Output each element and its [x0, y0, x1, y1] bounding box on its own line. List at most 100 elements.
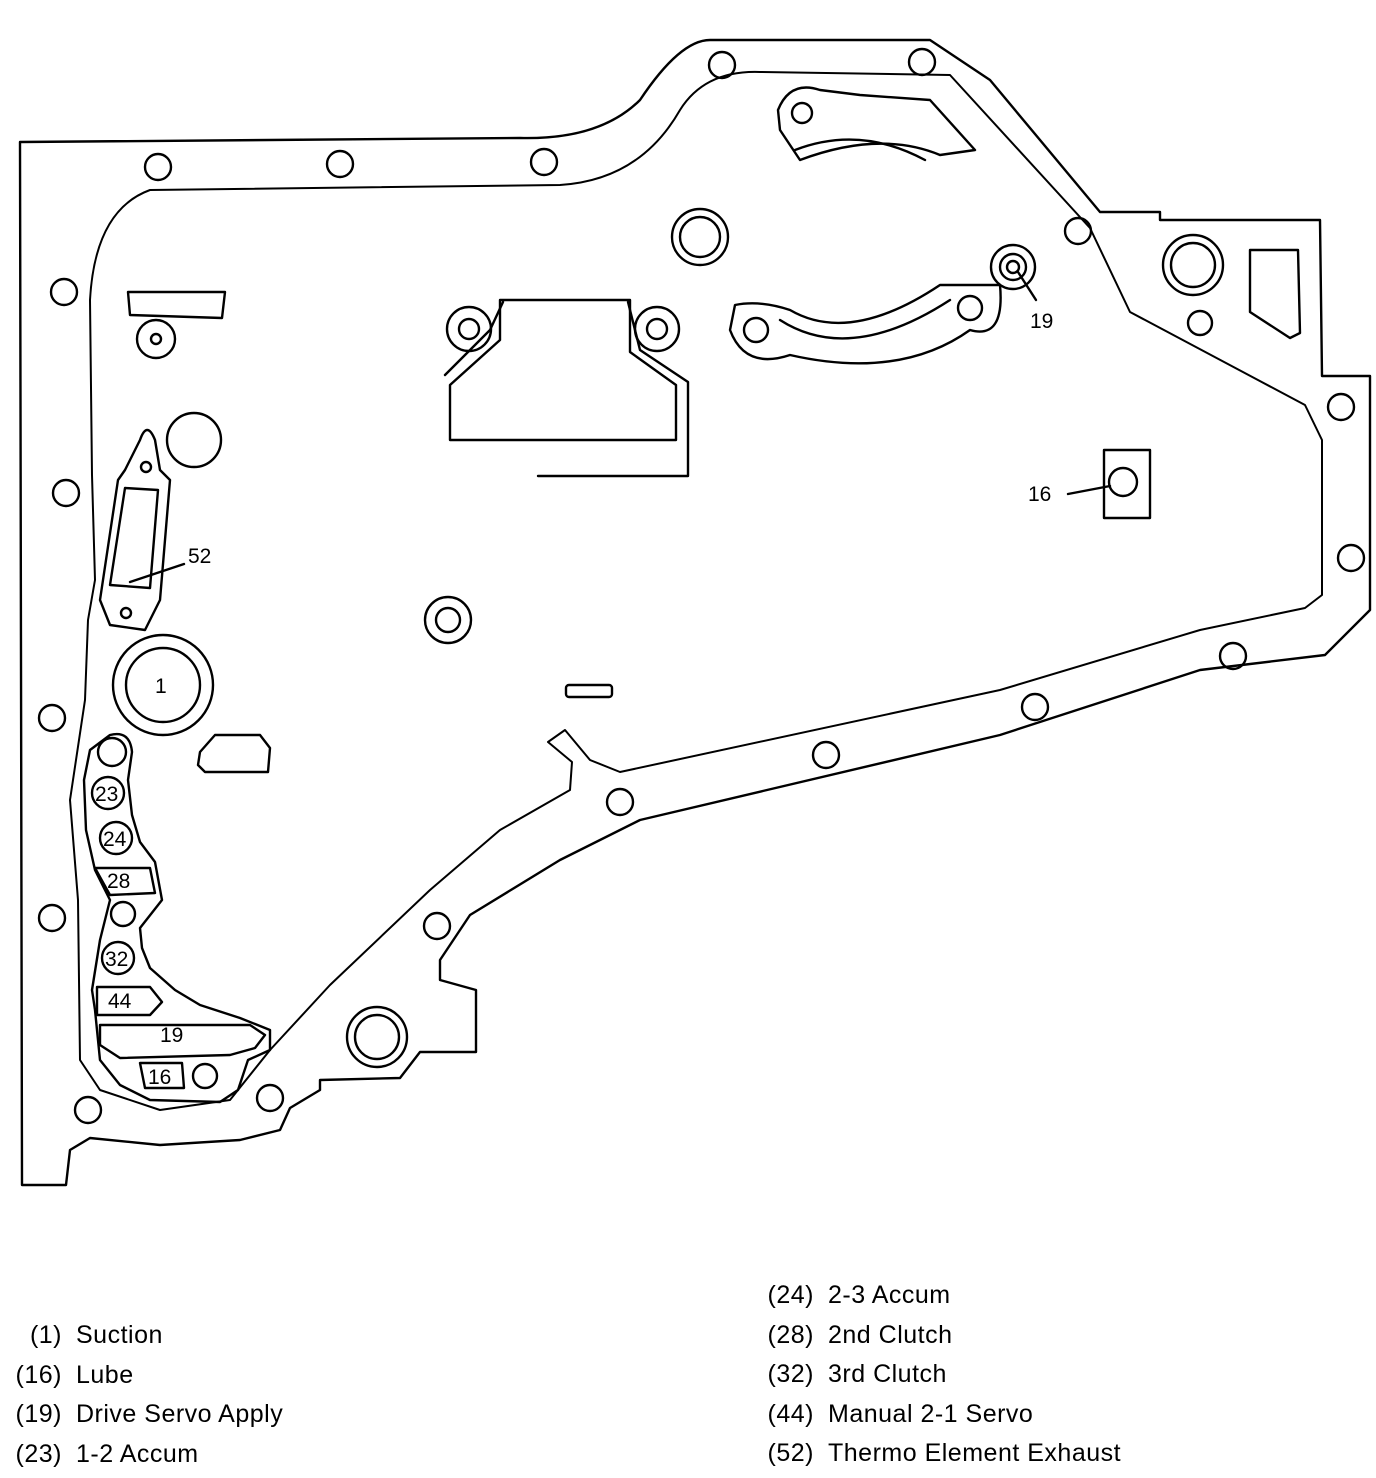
legend-code: (44) [767, 1399, 814, 1428]
pocket-hole [96, 736, 128, 768]
bolt-hole [255, 1083, 285, 1113]
port-19-pocket [98, 1023, 267, 1060]
legend-item: (52)Thermo Element Exhaust [762, 1434, 1121, 1474]
bolt-hole [1326, 392, 1356, 422]
legend-item: (44) Manual 2-1 Servo [762, 1395, 1121, 1435]
right-slot [1248, 248, 1302, 340]
legend-item: (19) Drive Servo Apply [6, 1395, 283, 1435]
bolt-hole [1186, 309, 1214, 337]
callout-1: 1 [155, 675, 167, 698]
legend-label: 1-2 Accum [76, 1439, 199, 1468]
legend-right: (24)2-3 Accum (28) 2nd Clutch (32)3rd Clu… [762, 1276, 1121, 1474]
port-19-ring [989, 243, 1037, 291]
large-passage-inner [353, 1013, 401, 1061]
port-16 [1107, 466, 1139, 498]
passage [423, 595, 473, 645]
legend-left: (1) Suction (16) Lube (19) Drive Servo Appl… [6, 1316, 283, 1474]
bolt-hole [49, 277, 79, 307]
legend-label: Manual 2-1 Servo [828, 1399, 1034, 1428]
open-passage [165, 411, 223, 469]
suction-port-ring [111, 633, 215, 737]
legend-item: (24)2-3 Accum [762, 1276, 1121, 1316]
servo-cutout-bead [778, 298, 952, 340]
large-passage [1161, 233, 1225, 297]
leader-52 [128, 562, 186, 584]
legend-label: Suction [76, 1321, 163, 1349]
port-23 [90, 775, 126, 811]
large-passage-inner [678, 215, 722, 259]
accumulator-pocket-chain [82, 732, 272, 1104]
thermo-element-pocket [98, 428, 172, 632]
port-16-window [1102, 448, 1152, 520]
servo-cutout [728, 283, 1002, 365]
callout-19-pocket: 19 [160, 1024, 183, 1047]
large-passage-inner [1169, 241, 1217, 289]
port-32 [100, 940, 136, 976]
legend-item: (1) Suction [6, 1316, 283, 1356]
legend-label: Lube [76, 1360, 134, 1389]
port-24 [98, 820, 134, 856]
bolt-hole [73, 1095, 103, 1125]
port-28 [93, 866, 157, 897]
servo-hole [742, 316, 770, 344]
thermo-element-slot [108, 486, 160, 590]
servo-hole [956, 294, 984, 322]
bolt-hole [37, 703, 67, 733]
bolt-hole [907, 47, 937, 77]
callout-52: 52 [188, 545, 211, 568]
bolt-hole [1020, 692, 1050, 722]
gasket-outer-outline [18, 38, 1372, 1187]
upper-right-lobe-bead [793, 138, 927, 162]
callout-24: 24 [103, 828, 127, 851]
bolt-hole [51, 478, 81, 508]
legend-code: (1) [29, 1321, 62, 1349]
bolt-hole [605, 787, 635, 817]
port-16-pocket [138, 1061, 186, 1090]
port-19 [1005, 259, 1021, 275]
legend-item: (23)1-2 Accum [6, 1435, 283, 1475]
upper-right-lobe [776, 86, 977, 162]
passage-inner [434, 606, 462, 634]
pocket-hole [119, 606, 133, 620]
legend-item: (16) Lube [6, 1356, 283, 1396]
pocket-hole [109, 900, 137, 928]
legend-code: (16) [15, 1360, 62, 1389]
leader-16 [1066, 484, 1112, 496]
callout-23: 23 [95, 783, 118, 806]
window-boss-hole [457, 317, 481, 341]
port-19-inner [998, 252, 1028, 282]
pocket-hole [139, 460, 153, 474]
legend-code: (19) [15, 1400, 62, 1428]
legend-item: (32)3rd Clutch [762, 1355, 1121, 1395]
pocket-hole [191, 1062, 219, 1090]
legend-code: (28) [767, 1320, 814, 1349]
bolt-hole [1218, 641, 1248, 671]
large-passage [670, 207, 730, 267]
bolt-hole [37, 903, 67, 933]
leader-19 [1016, 270, 1038, 302]
callout-44: 44 [108, 990, 132, 1013]
central-window [448, 298, 678, 442]
port-44 [95, 985, 164, 1017]
callout-16-body: 16 [1028, 483, 1051, 506]
large-passage [345, 1005, 409, 1069]
bolt-hole [1336, 543, 1366, 573]
bolt-hole [707, 50, 737, 80]
window-boss [445, 305, 493, 353]
legend-label: 2nd Clutch [828, 1320, 953, 1349]
bolt-hole [811, 740, 841, 770]
rounded-pocket [196, 733, 272, 774]
bolt-hole [325, 149, 355, 179]
central-window-bead [443, 300, 690, 478]
legend-label: Drive Servo Apply [76, 1400, 284, 1428]
bolt-holes [37, 47, 1366, 1125]
legend-code: (32) [767, 1360, 814, 1388]
legend-label: Thermo Element Exhaust [828, 1439, 1122, 1467]
lobe-hole [790, 101, 814, 125]
callout-32: 32 [105, 948, 128, 971]
valve-body-gasket-diagram: 1 52 19 16 23 24 28 32 [18, 38, 1372, 1187]
small-slot [564, 683, 614, 699]
gasket-inner-bead [69, 70, 1323, 1111]
callout-19-body: 19 [1030, 310, 1053, 333]
boss-hole [149, 332, 163, 346]
